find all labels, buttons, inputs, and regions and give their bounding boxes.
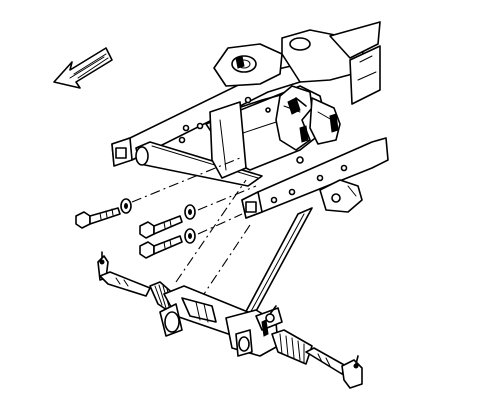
washer-3 (184, 228, 196, 244)
alignment-lines (131, 157, 257, 301)
direction-arrow-icon (53, 47, 113, 89)
mounting-bolt-1 (75, 207, 121, 229)
tie-rod-end-right (305, 347, 363, 389)
shading-accents (235, 55, 339, 337)
washer-1 (120, 198, 132, 214)
washer-2 (184, 204, 196, 220)
steering-gear-rack (97, 251, 363, 389)
mounting-bolt-3 (139, 235, 183, 259)
rack-boot-right (271, 329, 313, 365)
tie-rod-end-left (97, 251, 151, 297)
mounting-bolt-2 (139, 215, 183, 239)
frame-crossmember (111, 21, 389, 219)
